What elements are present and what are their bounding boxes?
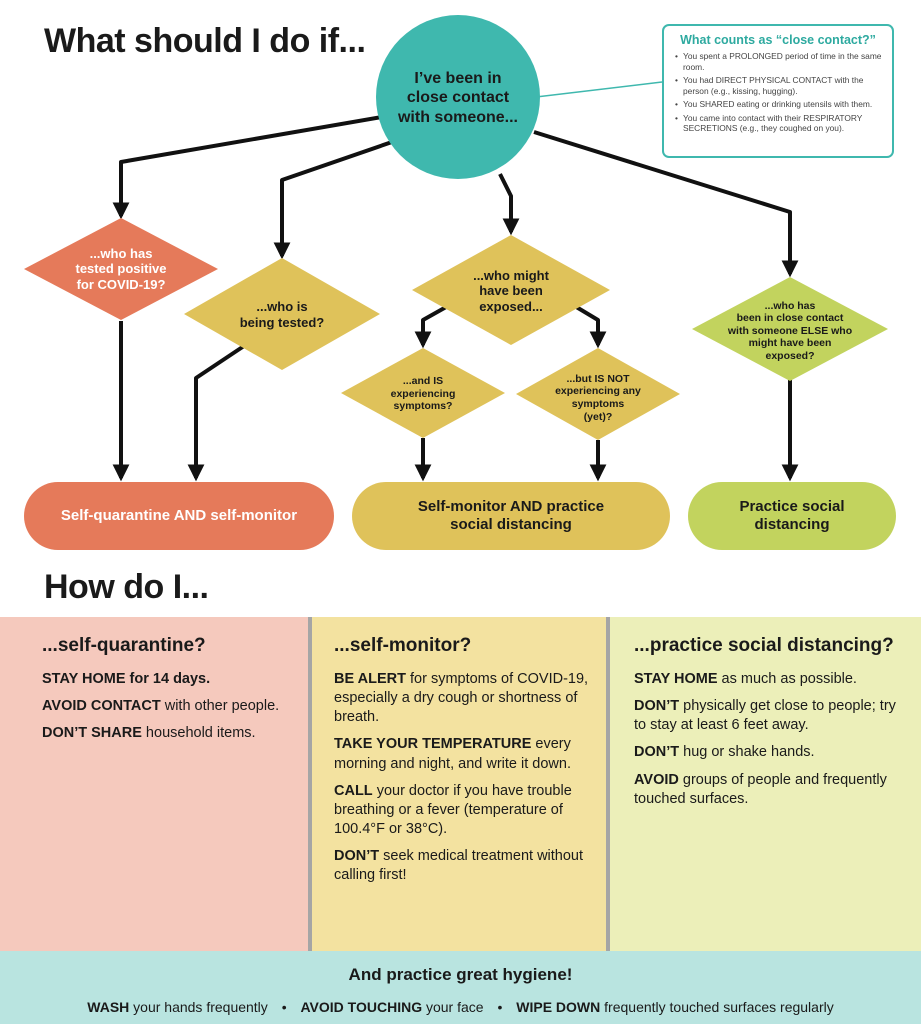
- hygiene-banner: And practice great hygiene! WASH your ha…: [0, 951, 921, 1024]
- panel-item: TAKE YOUR TEMPERATURE every morning and …: [334, 736, 571, 772]
- arrow-to-exposed: [498, 173, 520, 236]
- outcome-quarantine-label: Self-quarantine AND self-monitor: [60, 507, 298, 524]
- callout-item: You came into contact with their RESPIRA…: [675, 113, 882, 134]
- callout-item: You SHARED eating or drinking utensils w…: [675, 99, 882, 110]
- outcome-distancing-label: Practice social distancing: [739, 498, 845, 533]
- arrow-tested-to-quarantine: [187, 344, 246, 482]
- panel-item: DON’T hug or shake hands.: [634, 744, 815, 761]
- panel-title: ...self-monitor?: [334, 635, 472, 656]
- panel-item: STAY HOME for 14 days.: [42, 671, 211, 687]
- outcome-monitor: [352, 482, 670, 550]
- question-might-be-exposed: ...who might have been exposed...: [473, 267, 549, 314]
- flowchart-heading: What should I do if...: [44, 22, 366, 60]
- panel-item: BE ALERT for symptoms of COVID-19, espec…: [334, 671, 589, 726]
- arrow-to-positive: [112, 115, 383, 220]
- decision-has-symptoms: [341, 348, 505, 438]
- arrow-exposed-to-symptoms: [414, 300, 456, 349]
- hygiene-item: AVOID TOUCHING your face: [300, 999, 484, 1015]
- panel-self-quarantine: ...self-quarantine? STAY HOME for 14 day…: [0, 617, 308, 951]
- panel-item: DON’T SHARE household items.: [42, 725, 256, 742]
- arrow-to-someone-else: [533, 130, 799, 278]
- close-contact-callout: What counts as “close contact?” You spen…: [662, 24, 894, 158]
- how-do-i-heading: How do I...: [44, 568, 209, 606]
- callout-connector: [535, 81, 663, 98]
- panel-self-monitor: ...self-monitor? BE ALERT for symptoms o…: [312, 617, 606, 951]
- decision-might-be-exposed: [412, 235, 610, 345]
- hygiene-items: WASH your hands frequently • AVOID TOUCH…: [0, 999, 921, 1015]
- outcome-quarantine: [24, 482, 334, 550]
- panel-item: DON’T seek medical treatment without cal…: [334, 848, 584, 884]
- question-tested-positive: ...who has tested positive for COVID-19?: [75, 245, 167, 292]
- outcome-distancing: [688, 482, 896, 550]
- question-being-tested: ...who is being tested?: [239, 299, 325, 330]
- question-has-symptoms: ...and IS experiencing symptoms?: [390, 375, 456, 413]
- callout-item: You spent a PROLONGED period of time in …: [675, 51, 882, 72]
- bullet-separator: •: [497, 999, 503, 1015]
- bullet-separator: •: [281, 999, 287, 1015]
- panel-item: AVOID CONTACT with other people.: [42, 698, 280, 715]
- start-node: [376, 15, 540, 179]
- panel-item: CALL your doctor if you have trouble bre…: [334, 782, 572, 837]
- question-contact-with-exposed: ...who has been in close contact with so…: [727, 299, 853, 362]
- arrow-exposed-to-no-symptoms: [566, 300, 607, 349]
- flowchart: [24, 15, 896, 550]
- question-no-symptoms: ...but IS NOT experiencing any symptoms …: [555, 372, 641, 423]
- decision-no-symptoms: [516, 348, 680, 440]
- decision-contact-with-exposed: [692, 277, 888, 381]
- panel-title: ...self-quarantine?: [42, 635, 206, 656]
- panel-item: STAY HOME as much as possible.: [634, 671, 857, 687]
- panel-divider: [308, 617, 312, 951]
- hygiene-title: And practice great hygiene!: [348, 965, 573, 984]
- decision-tested-positive: [24, 218, 218, 320]
- panel-title: ...practice social distancing?: [634, 635, 894, 656]
- panel-social-distancing: ...practice social distancing? STAY HOME…: [610, 617, 921, 951]
- callout-item: You had DIRECT PHYSICAL CONTACT with the…: [675, 75, 882, 96]
- panel-item: AVOID groups of people and frequently to…: [634, 771, 887, 807]
- outcome-monitor-label: Self-monitor AND practice social distanc…: [417, 498, 605, 533]
- hygiene-item: WASH your hands frequently: [87, 999, 268, 1015]
- arrow-to-tested: [273, 140, 393, 260]
- start-node-label: I’ve been in close contact with someone.…: [397, 70, 518, 126]
- callout-list: You spent a PROLONGED period of time in …: [674, 51, 882, 134]
- decision-being-tested: [184, 258, 380, 370]
- panel-divider: [606, 617, 610, 951]
- panel-item: DON’T physically get close to people; tr…: [634, 698, 896, 734]
- callout-title: What counts as “close contact?”: [680, 33, 876, 47]
- hygiene-item: WIPE DOWN frequently touched surfaces re…: [516, 999, 834, 1015]
